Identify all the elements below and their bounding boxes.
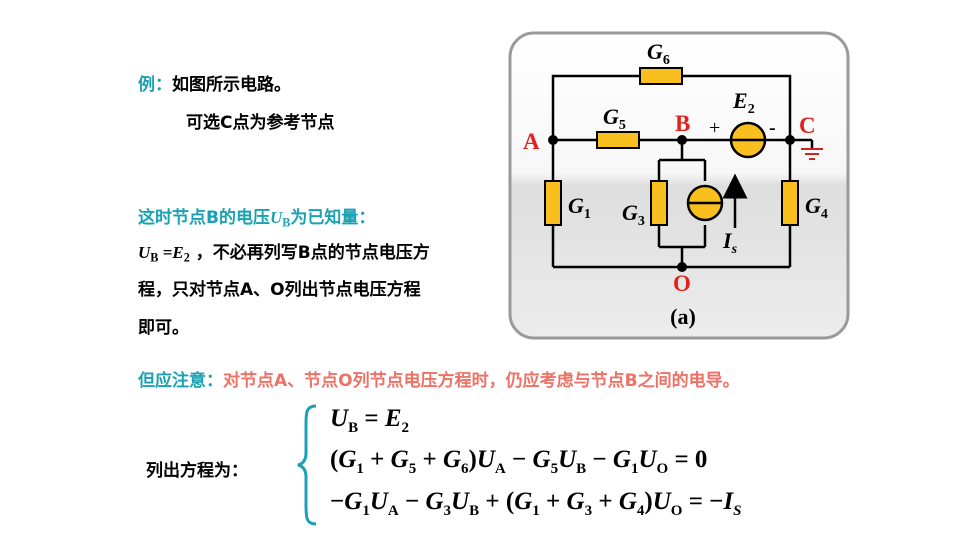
reference-note: 可选C点为参考节点 — [186, 113, 335, 133]
ground-icon — [801, 148, 823, 160]
node-dot-a — [548, 135, 558, 145]
example-line: 例：如图所示电路。 — [138, 70, 291, 95]
node-dot-c — [785, 135, 795, 145]
equation-3: −G1UA − G3UB + (G1 + G3 + G4)UO = −IS — [330, 488, 742, 519]
equation-1: UB = E2 — [330, 405, 410, 436]
polarity-minus: - — [769, 117, 776, 139]
example-label: 例： — [138, 75, 172, 95]
node-dot-o — [677, 262, 687, 272]
note-heading-var: UB — [269, 208, 291, 230]
attention-label: 但应注意： — [138, 371, 223, 391]
node-label-c: C — [799, 113, 816, 138]
equation-brace — [297, 404, 317, 526]
example-intro: 如图所示电路。 — [172, 75, 291, 95]
polarity-plus: + — [709, 117, 720, 139]
note-body-line-2: 程，只对节点A、O列出节点电压方程 — [138, 280, 421, 300]
current-source-is — [686, 173, 748, 228]
equation-2: (G1 + G5 + G6)UA − G5UB − G1UO = 0 — [330, 446, 708, 477]
resistor-g5 — [596, 131, 640, 149]
attention-line: 但应注意：对节点A、节点O列节点电压方程时，仍应考虑与节点B之间的电导。 — [138, 366, 740, 391]
node-label-o: O — [673, 271, 691, 296]
note-body-line-3: 即可。 — [138, 318, 189, 338]
resistor-g6 — [639, 67, 683, 85]
note-inline-eq: UB =E2 — [138, 243, 190, 265]
attention-text: 对节点A、节点O列节点电压方程时，仍应考虑与节点B之间的电导。 — [223, 371, 740, 391]
voltage-source-e2 — [729, 121, 767, 159]
circuit-caption: (a) — [670, 304, 696, 329]
node-dot-b — [677, 135, 687, 145]
circuit-panel — [508, 31, 850, 340]
resistor-g3 — [650, 180, 668, 226]
node-label-a: A — [523, 129, 540, 154]
resistor-g1 — [544, 180, 562, 226]
resistor-g4 — [781, 180, 799, 226]
node-label-b: B — [675, 111, 690, 136]
note-body-line-1: UB =E2 ，不必再列写B点的节点电压方 — [138, 243, 430, 265]
equations-label: 列出方程为： — [146, 461, 248, 481]
note-heading: 这时节点B的电压UB为已知量： — [138, 208, 376, 230]
circuit-diagram: G6 G5 G1 G3 G4 E2 Is + - A B C O (a) — [508, 31, 850, 340]
